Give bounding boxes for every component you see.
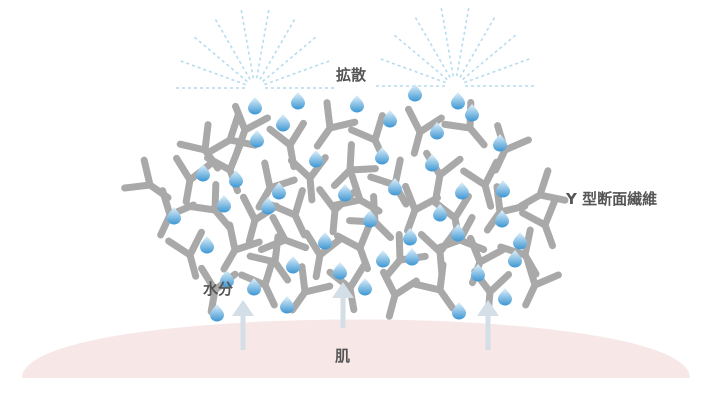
skin-surface xyxy=(22,319,690,378)
y-fiber-icon xyxy=(261,218,311,264)
water-droplet-icon xyxy=(250,130,264,148)
water-droplet-icon xyxy=(455,182,469,200)
water-droplet-icon xyxy=(280,296,294,314)
fiber-label: Y 型断面繊維 xyxy=(566,190,658,208)
spray-burst-group xyxy=(173,5,537,89)
water-droplet-icon xyxy=(496,180,510,198)
up-arrow-icon xyxy=(477,300,499,350)
y-fiber-icon xyxy=(480,126,528,178)
water-droplet-icon xyxy=(248,97,262,115)
water-droplet-icon xyxy=(498,288,512,306)
water-droplet-icon xyxy=(451,92,465,110)
water-droplet-icon xyxy=(333,262,347,280)
water-droplet-icon xyxy=(376,250,390,268)
water-droplet-icon xyxy=(286,256,300,274)
y-fiber-icon xyxy=(373,272,416,320)
water-droplet-icon xyxy=(513,232,527,250)
water-droplet-icon xyxy=(471,264,485,282)
water-droplet-icon xyxy=(405,248,419,266)
moisture-label: 水分 xyxy=(203,280,234,298)
water-droplet-icon xyxy=(318,232,332,250)
diffusion-label: 拡散 xyxy=(336,66,367,84)
water-droplet-icon xyxy=(309,150,323,168)
spray-burst-icon xyxy=(373,5,537,87)
y-fiber-icon xyxy=(419,153,460,199)
water-droplet-icon xyxy=(493,134,507,152)
water-droplet-icon xyxy=(465,104,479,122)
water-droplet-icon xyxy=(358,278,372,296)
water-droplet-icon xyxy=(350,95,364,113)
y-fiber-icon xyxy=(222,106,268,156)
moisture-arrow-group xyxy=(232,282,499,350)
up-arrow-icon xyxy=(332,282,354,328)
up-arrow-icon xyxy=(232,300,254,350)
skin-label: 肌 xyxy=(335,347,351,365)
water-droplet-icon xyxy=(338,184,352,202)
y-fiber-icon xyxy=(303,103,354,156)
water-droplet-icon xyxy=(291,92,305,110)
water-droplet-icon xyxy=(217,195,231,213)
water-droplet-icon xyxy=(276,114,290,132)
spray-burst-icon xyxy=(173,7,337,89)
water-droplet-icon xyxy=(383,110,397,128)
